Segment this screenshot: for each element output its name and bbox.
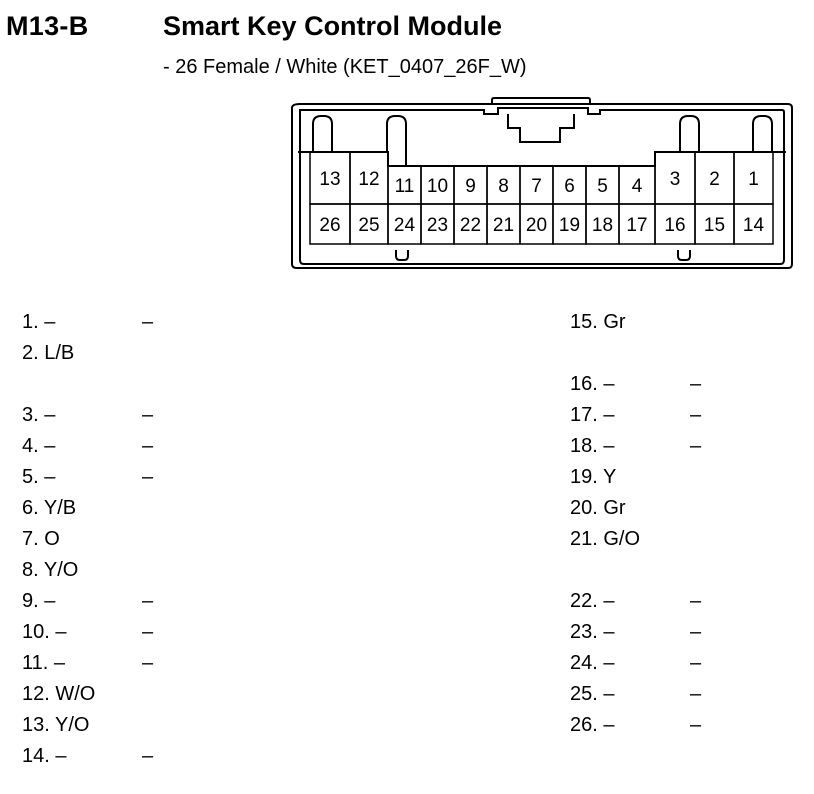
module-title: Smart Key Control Module — [163, 11, 503, 41]
pin-7-label: 7 — [531, 176, 542, 197]
pin-11-label: 11 — [395, 176, 415, 197]
pin-assignment-circuit: – — [690, 652, 702, 674]
pin-assignment-label: 11. – — [22, 652, 65, 674]
pin-assignment-label: 6. Y/B — [22, 497, 77, 519]
connector-key — [507, 114, 575, 143]
pin-assignment-label: 16. – — [570, 373, 615, 395]
pin-assignment-label: 22. – — [570, 590, 615, 612]
pin-9-label: 9 — [465, 176, 476, 197]
pin-assignment-circuit: – — [690, 435, 702, 457]
connector-top-tab — [491, 97, 591, 104]
pin-assignment-label: 17. – — [570, 404, 615, 426]
pin-assignment-label: 12. W/O — [22, 683, 96, 705]
pin-assignment-circuit: – — [690, 590, 702, 612]
pin-15-label: 15 — [704, 215, 725, 236]
pin-assignment-label: 20. Gr — [570, 497, 626, 519]
pin-14-cell — [733, 203, 774, 245]
pin-4-label: 4 — [632, 176, 643, 197]
pin-18-label: 18 — [592, 215, 613, 236]
pin-assignment-label: 2. L/B — [22, 342, 75, 364]
pin-19-label: 19 — [559, 215, 580, 236]
pin-assignment-circuit: – — [690, 683, 702, 705]
pin-assignment-label: 26. – — [570, 714, 615, 736]
pin-assignment-label: 8. Y/O — [22, 559, 79, 581]
latch-left-1 — [312, 115, 333, 152]
pin-6-label: 6 — [564, 176, 575, 197]
pin-assignment-label: 4. – — [22, 435, 56, 457]
pin-assignment-label: 1. – — [22, 311, 56, 333]
pin-13-label: 13 — [319, 169, 340, 190]
connector-inner-frame — [299, 107, 785, 265]
pin-assignment-label: 21. G/O — [570, 528, 641, 550]
pin-10-label: 10 — [427, 176, 448, 197]
pin-assignment-label: 23. – — [570, 621, 615, 643]
pin-assignment-circuit: – — [142, 435, 154, 457]
module-code: M13-B — [6, 11, 89, 41]
pin-17-label: 17 — [626, 215, 647, 236]
pin-assignment-circuit: – — [690, 621, 702, 643]
pin-assignment-label: 10. – — [22, 621, 67, 643]
pin-assignment-label: 25. – — [570, 683, 615, 705]
pin-21-label: 21 — [493, 215, 514, 236]
pin-assignment-label: 7. O — [22, 528, 60, 550]
pin-24-label: 24 — [394, 215, 416, 236]
pin-assignment-circuit: – — [142, 652, 154, 674]
nub-left — [395, 250, 409, 261]
pin-assignment-circuit: – — [690, 714, 702, 736]
pin-assignment-label: 19. Y — [570, 466, 617, 488]
nub-right — [677, 250, 691, 261]
pin-23-label: 23 — [427, 215, 448, 236]
pin-1-label: 1 — [748, 169, 759, 190]
pin-assignment-label: 3. – — [22, 404, 56, 426]
connector-housing — [291, 103, 793, 269]
pin-assignment-circuit: – — [142, 466, 154, 488]
pin-2-label: 2 — [709, 169, 720, 190]
pin-assignment-circuit: – — [142, 404, 154, 426]
pin-field-top — [298, 151, 786, 167]
pin-16-label: 16 — [664, 215, 685, 236]
pin-assignment-label: 5. – — [22, 466, 56, 488]
pin-assignment-label: 14. – — [22, 745, 67, 767]
pin-5-label: 5 — [597, 176, 608, 197]
pin-assignment-circuit: – — [142, 621, 154, 643]
pin-assignment-circuit: – — [142, 745, 154, 767]
pin-assignment-circuit: – — [690, 404, 702, 426]
pin-8-label: 8 — [498, 176, 509, 197]
pin-20-label: 20 — [526, 215, 547, 236]
pin-26-label: 26 — [319, 215, 340, 236]
pin-assignment-label: 9. – — [22, 590, 56, 612]
pin-14-label: 14 — [743, 215, 765, 236]
pin-assignment-label: 15. Gr — [570, 311, 626, 333]
pin-22-label: 22 — [460, 215, 481, 236]
pin-12-label: 12 — [358, 169, 379, 190]
pin-assignment-circuit: – — [142, 311, 154, 333]
connector-spec: - 26 Female / White (KET_0407_26F_W) — [163, 56, 527, 78]
pin-assignment-circuit: – — [142, 590, 154, 612]
pin-assignment-circuit: – — [690, 373, 702, 395]
pin-3-label: 3 — [670, 169, 681, 190]
pin-25-label: 25 — [358, 215, 379, 236]
latch-right-2 — [752, 115, 773, 152]
pin-assignment-label: 24. – — [570, 652, 615, 674]
latch-left-2 — [386, 115, 407, 166]
pin-assignment-label: 18. – — [570, 435, 615, 457]
latch-right-1 — [679, 115, 700, 152]
pin-assignment-label: 13. Y/O — [22, 714, 90, 736]
